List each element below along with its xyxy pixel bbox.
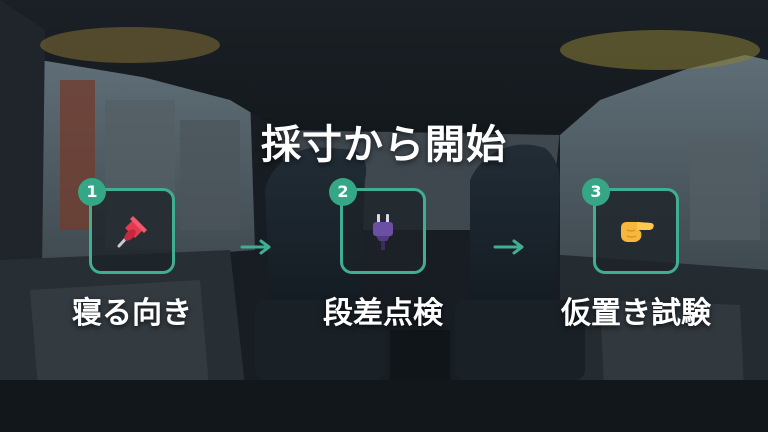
step-2-card: 2	[329, 178, 426, 274]
step-2-label: 段差点検	[323, 296, 443, 331]
step-3: 3 仮置き試験	[551, 178, 721, 332]
pushpin-icon	[117, 216, 147, 248]
step-1-label: 寝る向き	[72, 296, 192, 331]
step-2-number-badge: 2	[329, 178, 357, 206]
pointing-hand-icon	[621, 222, 654, 242]
step-3-number-badge: 3	[582, 178, 610, 206]
step-1-number-badge: 1	[78, 178, 106, 206]
plug-icon	[373, 214, 393, 250]
step-3-label: 仮置き試験	[561, 296, 711, 331]
step-1-card: 1	[78, 178, 175, 274]
arrow-right-icon	[493, 239, 524, 255]
arrow-right-icon	[240, 239, 271, 255]
page-title: 採寸から開始	[261, 122, 507, 168]
step-2: 2 段差点検	[298, 178, 468, 332]
step-1: 1 寝る向き	[47, 178, 217, 332]
step-3-card: 3	[582, 178, 679, 274]
